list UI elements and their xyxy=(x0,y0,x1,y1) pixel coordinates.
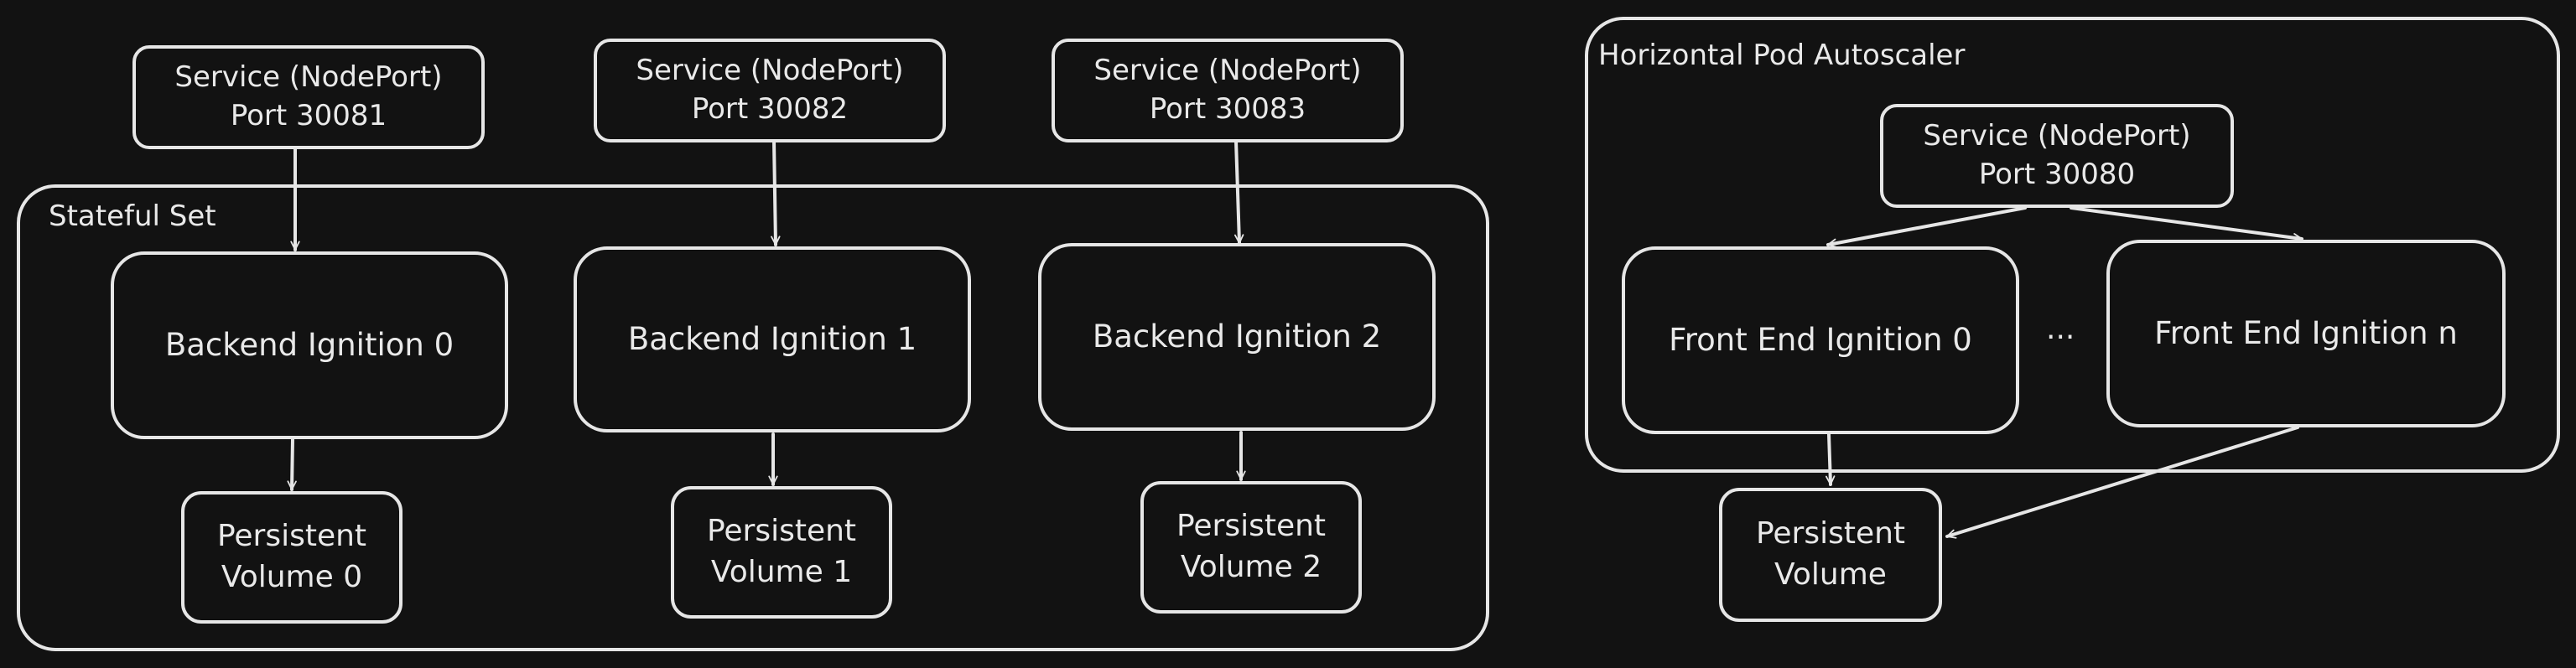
stateful-set-label: Stateful Set xyxy=(49,199,216,233)
arrow-service-30083-to-backend-2 xyxy=(1233,139,1244,245)
persistent-volume-shared: Persistent Volume xyxy=(1719,488,1942,622)
persistent-volume-2: Persistent Volume 2 xyxy=(1140,481,1362,614)
service-nodeport-30081: Service (NodePort) Port 30081 xyxy=(132,45,485,149)
arrow-frontend-0-to-volume xyxy=(1825,432,1836,486)
backend-ignition-2: Backend Ignition 2 xyxy=(1038,243,1436,431)
service-nodeport-30080: Service (NodePort) Port 30080 xyxy=(1880,104,2234,208)
stateful-set-group xyxy=(17,184,1489,651)
service-nodeport-30083: Service (NodePort) Port 30083 xyxy=(1052,39,1404,142)
backend-ignition-0: Backend Ignition 0 xyxy=(111,251,508,439)
more-pods-ellipsis: ... xyxy=(2046,312,2075,346)
service-nodeport-30082: Service (NodePort) Port 30082 xyxy=(594,39,946,142)
hpa-group xyxy=(1585,17,2560,473)
front-end-ignition-0: Front End Ignition 0 xyxy=(1622,246,2019,434)
persistent-volume-0: Persistent Volume 0 xyxy=(181,491,402,624)
front-end-ignition-n: Front End Ignition n xyxy=(2106,240,2506,427)
persistent-volume-1: Persistent Volume 1 xyxy=(671,486,892,619)
arrow-frontend-n-to-volume xyxy=(1945,426,2299,539)
arrow-service-30080-to-frontend-0 xyxy=(1826,206,2027,248)
backend-ignition-1: Backend Ignition 1 xyxy=(574,246,971,432)
arrow-service-30082-to-backend-1 xyxy=(771,139,781,246)
arrow-service-30080-to-frontend-n xyxy=(2070,206,2303,243)
arrow-backend-0-to-volume-0 xyxy=(287,438,297,491)
hpa-label: Horizontal Pod Autoscaler xyxy=(1598,39,1966,72)
